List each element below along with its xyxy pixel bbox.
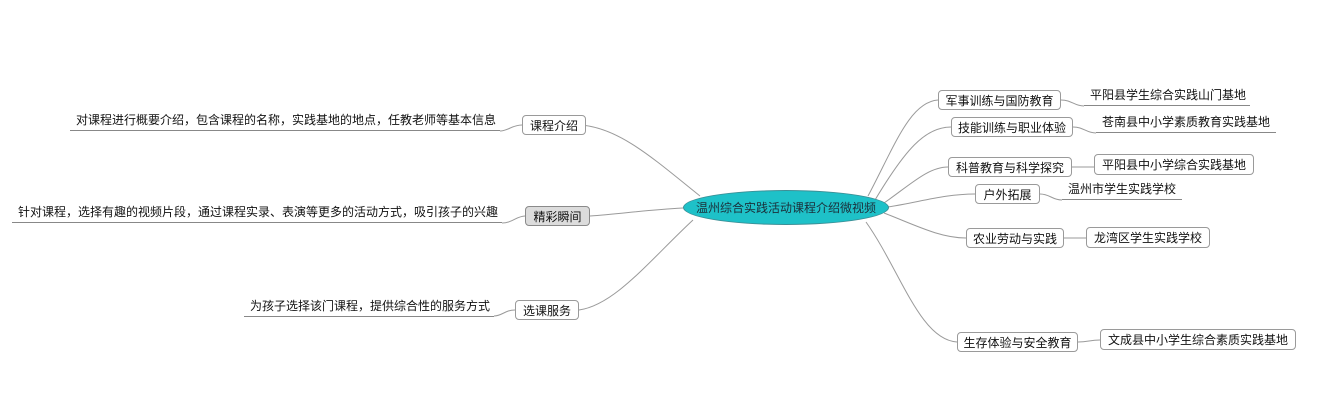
central-topic[interactable]: 温州综合实践活动课程介绍微视频 — [683, 190, 889, 225]
link-center-to-science — [883, 166, 949, 204]
detail-label: 文成县中小学生综合素质实践基地 — [1107, 333, 1288, 347]
link-center-to-military — [867, 99, 939, 197]
detail-label: 龙湾区学生实践学校 — [1093, 231, 1202, 245]
link-skills-detail — [1072, 126, 1097, 134]
branch-label: 课程介绍 — [529, 118, 578, 133]
branch-agriculture[interactable]: 农业劳动与实践 — [966, 228, 1064, 248]
detail-military-defense[interactable]: 平阳县学生综合实践山门基地 — [1084, 88, 1250, 106]
branch-label: 生存体验与安全教育 — [963, 335, 1072, 350]
branch-course-service[interactable]: 选课服务 — [515, 300, 579, 320]
link-center-to-outdoor — [887, 193, 976, 208]
detail-skills-career[interactable]: 苍南县中小学素质教育实践基地 — [1096, 115, 1276, 133]
link-center-to-highlights — [589, 207, 684, 217]
detail-outdoor[interactable]: 温州市学生实践学校 — [1062, 182, 1182, 200]
branch-science-inquiry[interactable]: 科普教育与科学探究 — [948, 157, 1072, 177]
branch-label: 选课服务 — [522, 303, 571, 318]
detail-label: 平阳县中小学综合实践基地 — [1101, 158, 1246, 172]
branch-label: 农业劳动与实践 — [972, 231, 1057, 246]
detail-course-intro[interactable]: 对课程进行概要介绍，包含课程的名称，实践基地的地点，任教老师等基本信息 — [70, 113, 500, 131]
detail-highlights[interactable]: 针对课程，选择有趣的视频片段，通过课程实录、表演等更多的活动方式，吸引孩子的兴趣 — [12, 205, 502, 223]
link-course-intro-detail — [499, 124, 523, 132]
detail-survival-safety[interactable]: 文成县中小学生综合素质实践基地 — [1100, 329, 1296, 350]
link-center-to-skills — [874, 126, 952, 201]
link-center-to-survival — [865, 221, 958, 343]
link-center-to-course-service — [578, 219, 694, 311]
branch-highlights[interactable]: 精彩瞬间 — [525, 206, 590, 226]
branch-course-intro[interactable]: 课程介绍 — [522, 115, 586, 135]
branch-label: 户外拓展 — [983, 187, 1032, 202]
branch-label: 军事训练与国防教育 — [945, 93, 1054, 108]
detail-course-service[interactable]: 为孩子选择该门课程，提供综合性的服务方式 — [244, 299, 494, 317]
link-survival-detail — [1077, 339, 1101, 343]
link-military-detail — [1060, 99, 1085, 107]
branch-outdoor[interactable]: 户外拓展 — [975, 184, 1040, 204]
branch-survival-safety[interactable]: 生存体验与安全教育 — [957, 332, 1078, 352]
detail-agriculture[interactable]: 龙湾区学生实践学校 — [1086, 227, 1210, 248]
central-topic-label: 温州综合实践活动课程介绍微视频 — [695, 201, 876, 215]
branch-label: 精彩瞬间 — [533, 209, 582, 224]
link-outdoor-detail — [1039, 193, 1063, 201]
branch-label: 科普教育与科学探究 — [955, 160, 1064, 175]
link-highlights-detail — [501, 215, 526, 224]
link-center-to-course-intro — [580, 124, 701, 197]
link-course-service-detail — [493, 309, 516, 317]
branch-military-defense[interactable]: 军事训练与国防教育 — [938, 90, 1061, 110]
detail-science-inquiry[interactable]: 平阳县中小学综合实践基地 — [1094, 154, 1254, 175]
branch-label: 技能训练与职业体验 — [957, 120, 1066, 135]
branch-skills-career[interactable]: 技能训练与职业体验 — [951, 117, 1073, 137]
link-center-to-agriculture — [883, 212, 967, 239]
